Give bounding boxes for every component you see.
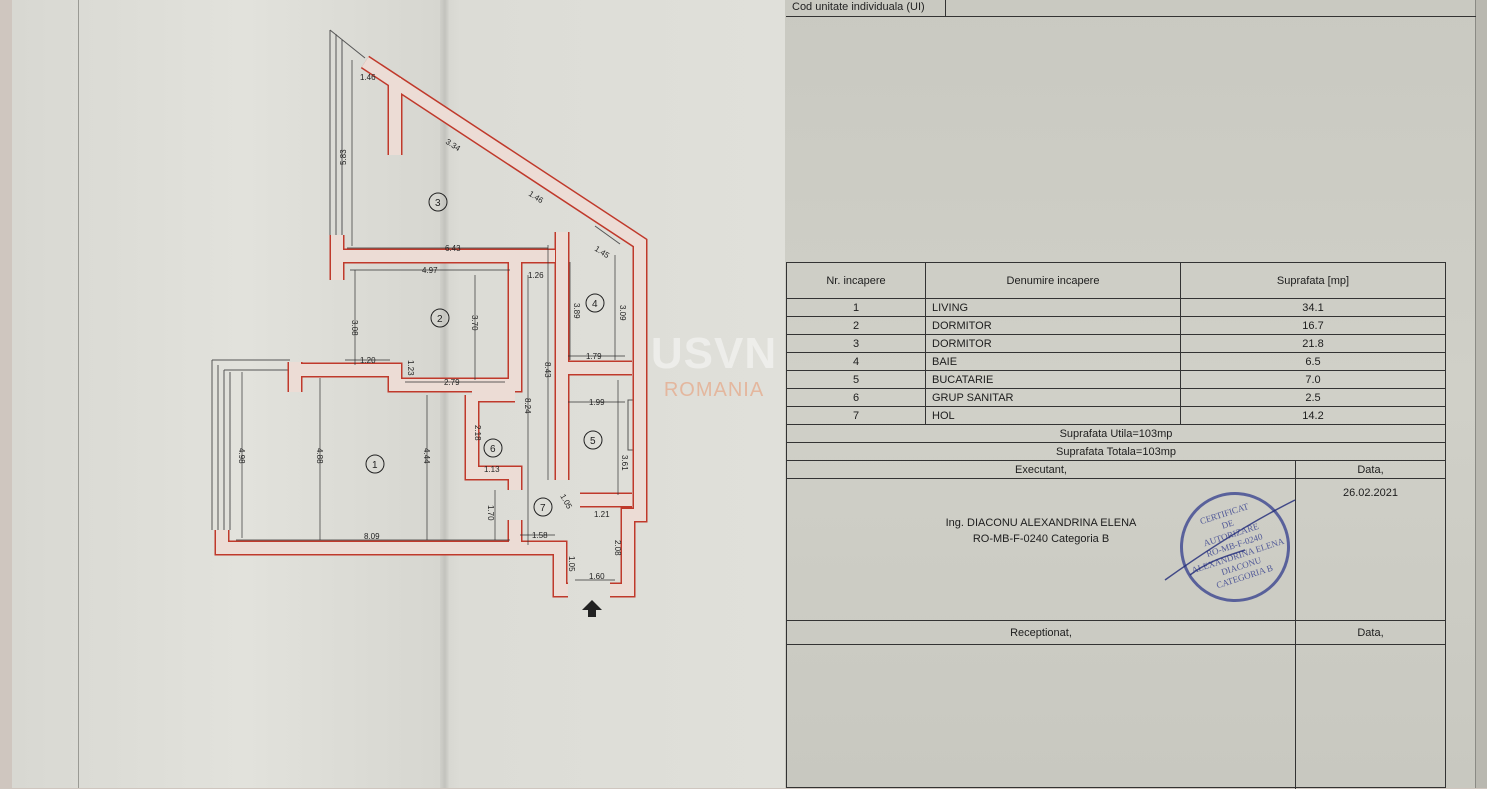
dim-label: 3.70	[470, 315, 479, 331]
dim-label: 8.09	[364, 532, 380, 541]
paper-edge	[1475, 0, 1487, 788]
room-markers: 1 2 3 4 5 6 7	[365, 192, 605, 517]
signature	[1164, 499, 1296, 581]
rooms-table: Nr. incapere Denumire incapere Suprafata…	[786, 262, 1446, 789]
table-row-nr: 1	[787, 299, 926, 317]
dim-label: 1.21	[594, 510, 610, 519]
paper-fold	[440, 0, 450, 788]
room-marker-3: 3	[428, 192, 448, 212]
svg-text:2: 2	[437, 314, 443, 325]
dim-label: 4.44	[422, 448, 431, 464]
dim-label: 6.43	[445, 244, 461, 253]
room-marker-1: 1	[365, 454, 385, 474]
ui-code-row: Cod unitate individuala (UI)	[786, 0, 1476, 17]
total-area: Suprafata Totala=103mp	[787, 443, 1445, 461]
svg-text:4: 4	[592, 299, 598, 310]
dim-label: 3.08	[350, 320, 359, 336]
table-sheet	[785, 0, 1487, 788]
dim-label: 1.58	[532, 531, 548, 540]
svg-text:1: 1	[372, 460, 378, 471]
margin-line	[78, 0, 79, 788]
dim-label: 1.23	[406, 360, 415, 376]
executant-block: Ing. DIACONU ALEXANDRINA ELENA RO-MB-F-0…	[787, 479, 1296, 621]
dim-label: 5.83	[339, 149, 348, 165]
header-area: Suprafata [mp]	[1181, 263, 1445, 299]
dim-label: 1.46	[360, 73, 376, 82]
table-row-area: 2.5	[1181, 389, 1445, 407]
table-row-name: DORMITOR	[926, 335, 1181, 353]
dim-label: 1.99	[589, 398, 605, 407]
executant-cert: RO-MB-F-0240 Categoria B	[972, 533, 1110, 545]
receptionat-block	[787, 645, 1296, 789]
table-row-name: GRUP SANITAR	[926, 389, 1181, 407]
dim-label: 1.46	[527, 189, 545, 205]
table-row-name: BAIE	[926, 353, 1181, 371]
executant-label: Executant,	[787, 461, 1296, 479]
room-marker-2: 2	[430, 308, 450, 328]
dim-label: 8.43	[543, 362, 552, 378]
room-marker-7: 7	[533, 497, 553, 517]
table-row-name: LIVING	[926, 299, 1181, 317]
dim-label: 1.45	[593, 244, 611, 260]
ui-code-cell: Cod unitate individuala (UI)	[786, 0, 946, 16]
dim-label: 3.34	[444, 137, 462, 153]
dim-label: 3.09	[618, 305, 627, 321]
table-row-nr: 3	[787, 335, 926, 353]
dim-label: 1.60	[589, 572, 605, 581]
executant-date: 26.02.2021	[1296, 479, 1445, 621]
dim-label: 3.61	[620, 455, 629, 471]
room-marker-5: 5	[583, 430, 603, 450]
dim-label: 1.26	[528, 271, 544, 280]
table-row-name: DORMITOR	[926, 317, 1181, 335]
dim-label: 1.13	[484, 465, 500, 474]
header-nr: Nr. incapere	[787, 263, 926, 299]
dim-label: 4.88	[315, 448, 324, 464]
table-row-nr: 5	[787, 371, 926, 389]
svg-text:3: 3	[435, 198, 441, 209]
table-row-nr: 7	[787, 407, 926, 425]
svg-text:5: 5	[590, 436, 596, 447]
header-name: Denumire incapere	[926, 263, 1181, 299]
executant-data-label: Data,	[1296, 461, 1445, 479]
table-row-name: BUCATARIE	[926, 371, 1181, 389]
svg-text:6: 6	[490, 444, 496, 455]
dim-label: 1.79	[586, 352, 602, 361]
table-row-area: 14.2	[1181, 407, 1445, 425]
ui-code-label: Cod unitate individuala (UI)	[792, 1, 925, 13]
table-row-area: 7.0	[1181, 371, 1445, 389]
usable-area: Suprafata Utila=103mp	[787, 425, 1445, 443]
dim-label: 2.79	[444, 378, 460, 387]
table-row-name: HOL	[926, 407, 1181, 425]
window-lines	[211, 29, 637, 530]
dimension-lines	[236, 60, 625, 581]
table-row-area: 16.7	[1181, 317, 1445, 335]
arrow-up-icon	[582, 600, 602, 617]
walls	[214, 55, 648, 598]
room-marker-4: 4	[585, 293, 605, 313]
receptionat-data-label: Data,	[1296, 621, 1445, 645]
executant-name: Ing. DIACONU ALEXANDRINA ELENA	[945, 517, 1137, 529]
dim-label: 4.98	[237, 448, 246, 464]
table-row-nr: 2	[787, 317, 926, 335]
room-marker-6: 6	[483, 438, 503, 458]
dim-label: 1.05	[567, 556, 576, 572]
table-row-nr: 6	[787, 389, 926, 407]
dim-label: 1.70	[486, 505, 495, 521]
dim-label: 4.97	[422, 266, 438, 275]
dim-label: 1.20	[360, 356, 376, 365]
dim-label: 2.08	[613, 540, 622, 556]
dim-label: 2.18	[473, 425, 482, 441]
table-row-area: 34.1	[1181, 299, 1445, 317]
table-row-area: 6.5	[1181, 353, 1445, 371]
receptionat-label: Receptionat,	[787, 621, 1296, 645]
table-row-nr: 4	[787, 353, 926, 371]
dim-label: 3.89	[572, 303, 581, 319]
dim-label: 1.05	[558, 493, 574, 511]
table-row-area: 21.8	[1181, 335, 1445, 353]
dimension-labels: 1.46 5.83 3.34 1.46 6.43 4.97 1.26 1.45 …	[237, 73, 629, 581]
dim-label: 8.24	[523, 398, 532, 414]
svg-text:7: 7	[540, 503, 546, 514]
